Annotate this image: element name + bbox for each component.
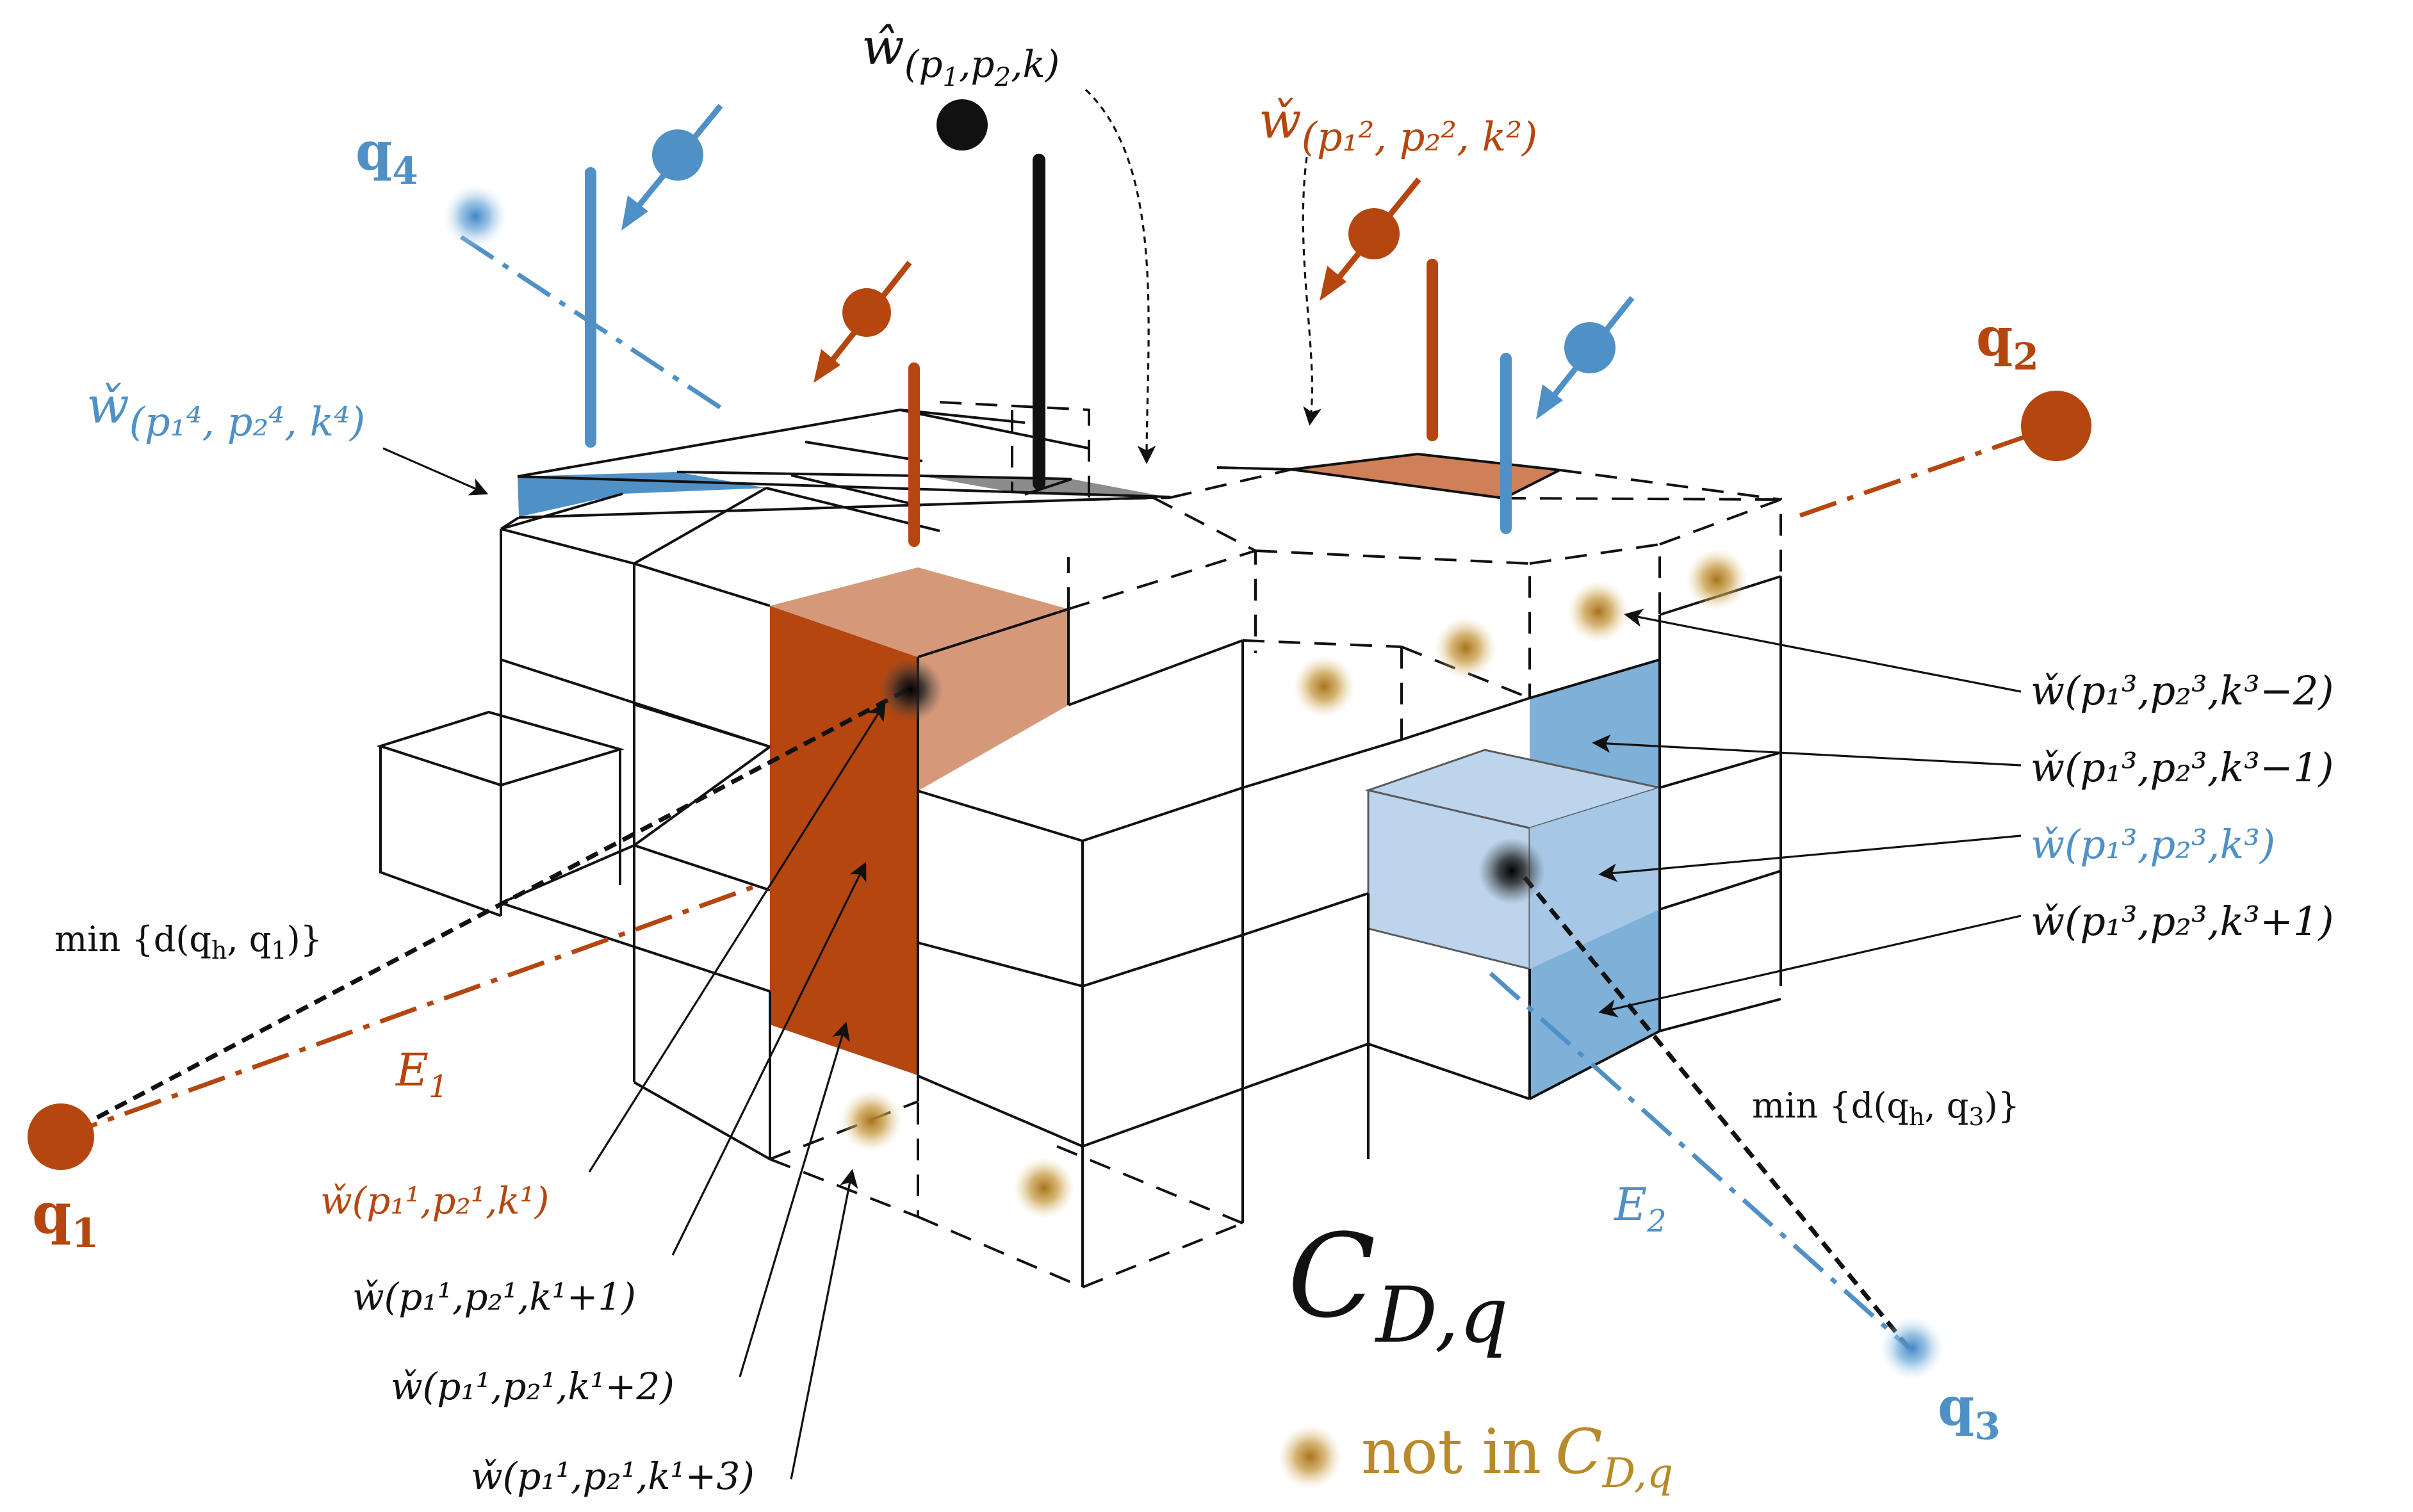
gold-point <box>1013 1157 1075 1219</box>
arrow-w3-km1 <box>1592 734 2022 767</box>
label-w-hat: ŵ(p1,p2,k) <box>862 19 1059 92</box>
orange-arrow-right <box>1333 177 1421 284</box>
label-q4: q4 <box>356 121 418 193</box>
hit-point-q1 <box>879 658 943 722</box>
orange-arrow-left <box>827 261 912 366</box>
label-w-p4: w̌(p₁⁴, p₂⁴, k⁴) <box>86 377 365 445</box>
label-w3-km2: w̌(p₁³,p₂³,k³−2) <box>2031 667 2334 714</box>
dashed-grid <box>769 401 1782 1288</box>
hit-point-q3 <box>1478 838 1545 904</box>
arrow-w1-k1p2 <box>739 1021 850 1378</box>
label-w3-kp1: w̌(p₁³,p₂³,k³+1) <box>2031 898 2334 945</box>
middle-block <box>769 575 1782 1287</box>
colored-faces <box>518 454 1664 1099</box>
bars-and-particles <box>28 99 2091 1489</box>
top-cell-orange <box>1291 454 1560 498</box>
label-q1: q1 <box>32 1180 99 1256</box>
gold-point <box>1435 617 1496 679</box>
gold-point <box>1686 549 1747 610</box>
arrow-w1-k1 <box>588 701 886 1173</box>
arrow-w1-k1p3 <box>790 1169 858 1480</box>
E2-line <box>1489 971 1911 1350</box>
gold-point <box>1567 581 1629 642</box>
gold-legend-point <box>1278 1425 1342 1489</box>
label-w1-k1p3: w̌(p₁¹,p₂¹,k¹+3) <box>471 1454 755 1498</box>
arrow-w3-k <box>1598 834 2022 882</box>
label-w1-k1p2: w̌(p₁¹,p₂¹,k¹+2) <box>391 1365 675 1408</box>
label-w1-k1: w̌(p₁¹,p₂¹,k¹) <box>320 1179 549 1223</box>
label-C-Dq: CD,q <box>1288 1210 1509 1360</box>
gold-point <box>840 1090 902 1151</box>
label-q3: q3 <box>1938 1376 2000 1448</box>
orange-column-front <box>770 606 918 1075</box>
orange-arrowhead-left <box>814 349 840 383</box>
label-E1: E1 <box>395 1044 448 1105</box>
arrow-w3-km2 <box>1624 608 2022 693</box>
arrow-w-p4 <box>382 447 489 496</box>
left-block <box>500 516 771 1160</box>
label-min-q1: min {d(qh, q1)} <box>54 919 322 964</box>
annotation-arrows <box>382 88 2022 1480</box>
orange-box-top <box>770 567 1068 657</box>
min-q1-line <box>60 686 911 1139</box>
labels: ŵ(p1,p2,k) w̌(p₁², p₂², k²) w̌(p₁⁴, p₂⁴,… <box>32 19 2334 1498</box>
q2-point <box>2021 391 2091 461</box>
q4-point <box>443 184 507 248</box>
blue-box-side <box>1530 788 1660 969</box>
label-q2: q2 <box>1976 307 2039 378</box>
q2-line <box>1799 423 2057 518</box>
arrow-w-hat <box>1084 88 1156 464</box>
arrow-w3-kp1 <box>1598 915 2022 1018</box>
blue-arrowhead-left <box>621 195 648 231</box>
label-w3-k: w̌(p₁³,p₂³,k³) <box>2031 821 2275 868</box>
label-E2: E2 <box>1613 1178 1667 1239</box>
label-w-p2: w̌(p₁², p₂², k²) <box>1259 92 1537 160</box>
blue-arrowhead-right <box>1536 384 1563 419</box>
q3-point <box>1880 1316 1944 1380</box>
gold-point <box>1293 656 1355 717</box>
center-particle <box>937 99 988 150</box>
blue-arrow-right <box>1548 296 1635 402</box>
min-distance-lines <box>60 686 1911 1350</box>
label-w1-k1p1: w̌(p₁¹,p₂¹,k¹+1) <box>352 1275 636 1319</box>
blue-arrow-left <box>632 104 723 213</box>
dashed-bottom <box>769 1100 1243 1288</box>
solid-grid <box>376 408 1782 1287</box>
E1-line <box>60 881 764 1139</box>
top-face-grid <box>500 408 1560 565</box>
arrow-w1-k1p1 <box>671 861 867 1256</box>
label-w3-km1: w̌(p₁³,p₂³,k³−1) <box>2031 744 2334 791</box>
small-cube <box>376 710 625 917</box>
q1-point <box>28 1103 94 1170</box>
dashed-top-back <box>939 401 1782 740</box>
label-min-q3: min {d(qh, q3)} <box>1752 1085 2020 1131</box>
orange-arrowhead-right <box>1320 266 1346 301</box>
arrow-w-p2 <box>1302 156 1321 426</box>
orange-box-side <box>918 609 1068 791</box>
